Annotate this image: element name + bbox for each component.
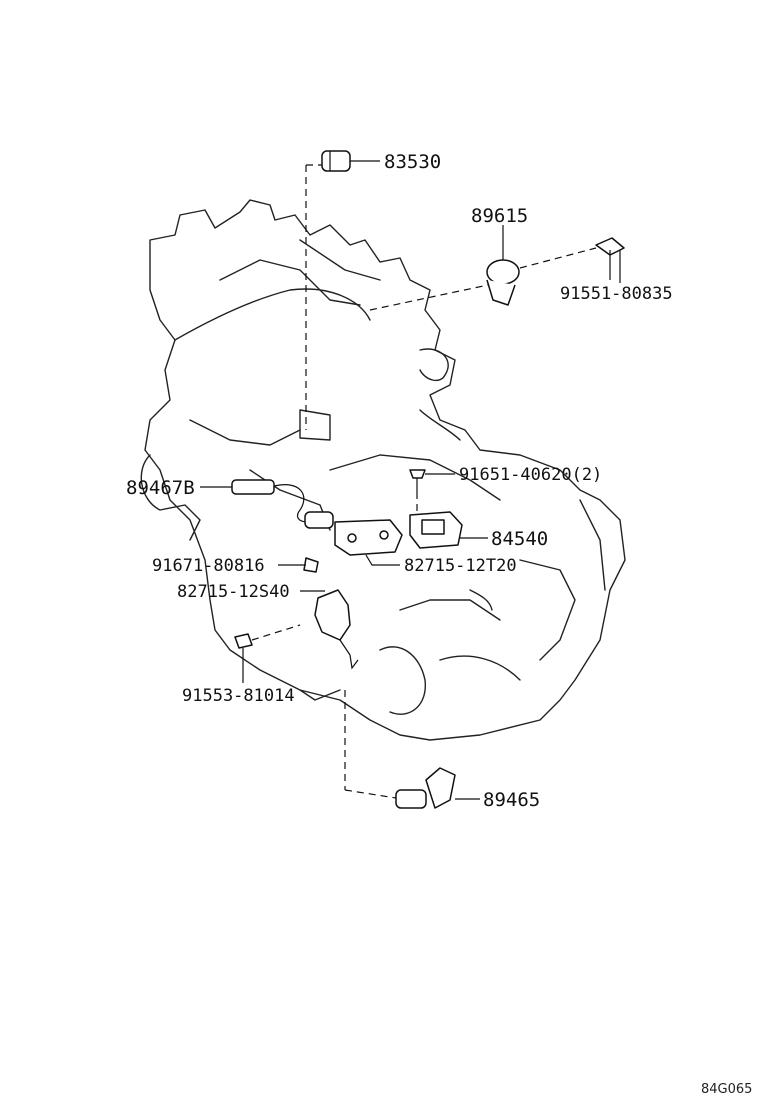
part-drawing-89615 xyxy=(369,225,520,311)
part-drawing-82715-12s40 xyxy=(300,589,359,670)
part-label-91551-80835[interactable]: 91551-80835 xyxy=(560,284,673,304)
part-drawing-91671-80816 xyxy=(278,557,319,573)
engine-block-drawing xyxy=(140,199,626,741)
figure-code: 84G065 xyxy=(701,1082,752,1097)
part-label-91671-80816[interactable]: 91671-80816 xyxy=(152,556,265,576)
part-drawing-84540 xyxy=(409,511,488,549)
part-drawing-82715-12t20 xyxy=(334,519,403,566)
part-label-89467b[interactable]: 89467B xyxy=(126,477,195,499)
part-label-82715-12s40[interactable]: 82715-12S40 xyxy=(177,582,290,602)
part-drawing-89465 xyxy=(344,690,480,809)
part-label-84540[interactable]: 84540 xyxy=(491,528,548,550)
part-label-91553-81014[interactable]: 91553-81014 xyxy=(182,686,295,706)
part-drawing-91551-80835 xyxy=(519,237,625,283)
part-label-91651-40620[interactable]: 91651-40620(2) xyxy=(459,465,602,485)
part-drawing-91651-40620 xyxy=(409,469,455,512)
part-label-83530[interactable]: 83530 xyxy=(384,151,441,173)
part-drawing-83530 xyxy=(305,150,380,430)
part-label-82715-12t20[interactable]: 82715-12T20 xyxy=(404,556,517,576)
part-drawing-91553-81014 xyxy=(234,624,301,683)
part-label-89465[interactable]: 89465 xyxy=(483,789,540,811)
part-drawing-89467b xyxy=(200,479,334,529)
part-label-89615[interactable]: 89615 xyxy=(471,205,528,227)
